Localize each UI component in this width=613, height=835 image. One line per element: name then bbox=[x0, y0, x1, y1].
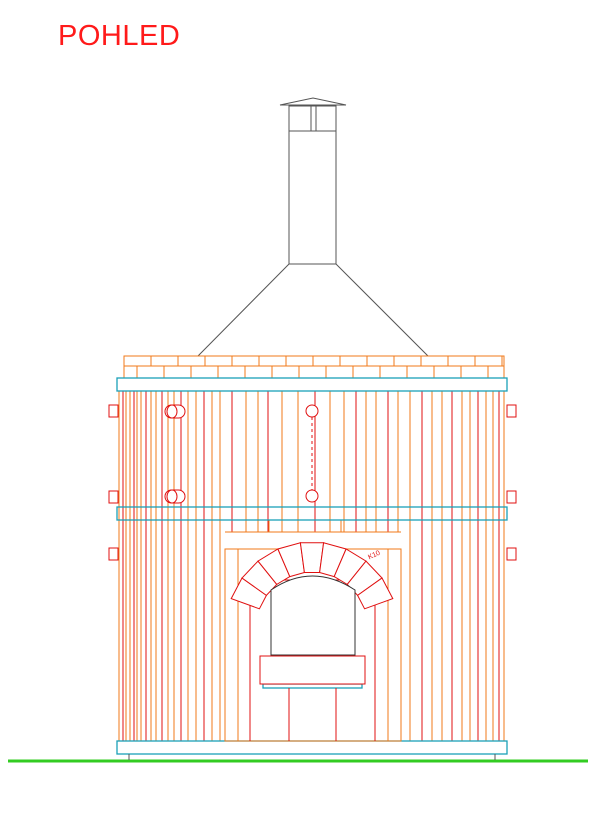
oven bbox=[224, 542, 402, 742]
oven-sill bbox=[259, 655, 366, 685]
bolt-left-lower bbox=[164, 489, 186, 504]
beam-top bbox=[116, 377, 508, 392]
bolts bbox=[164, 404, 319, 504]
hood-left bbox=[197, 263, 290, 357]
wall-planks bbox=[118, 391, 505, 741]
drawing-title: POHLED bbox=[58, 20, 181, 52]
beam-bottom bbox=[116, 740, 508, 755]
chimney bbox=[197, 97, 429, 357]
chimney-shaft bbox=[288, 130, 337, 265]
beam-middle bbox=[116, 506, 508, 521]
bolt-center-upper bbox=[305, 404, 319, 418]
arch-label: K10 bbox=[367, 550, 381, 562]
bolt-left-upper bbox=[164, 404, 186, 419]
chimney-cap bbox=[279, 97, 347, 106]
chimney-cap-box bbox=[288, 105, 337, 132]
bolt-center-lower bbox=[305, 489, 319, 503]
oven-arch bbox=[230, 542, 394, 610]
hood-right bbox=[335, 263, 429, 357]
oven-mouth bbox=[270, 575, 356, 656]
side-brackets bbox=[108, 404, 517, 561]
hearth-shelf bbox=[262, 683, 363, 689]
top-brick-row bbox=[123, 355, 505, 379]
